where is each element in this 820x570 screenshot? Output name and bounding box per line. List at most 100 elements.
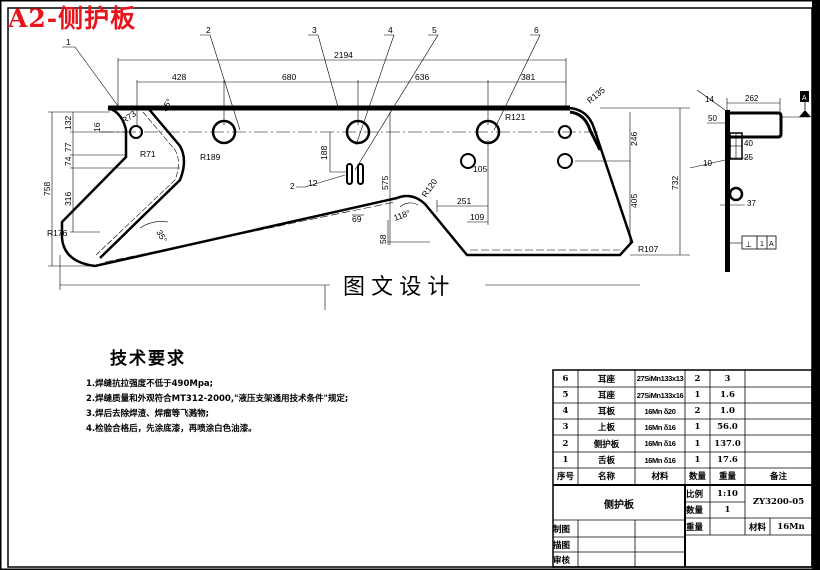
table-cell: 2 [694,406,701,416]
table-cell: 2 [562,438,569,449]
dim-r120: R120 [419,177,439,200]
table-cell: 3 [724,373,731,384]
parts-table-grid [552,369,813,568]
table-cell [745,387,812,403]
drawing-title: A2-侧护板 [8,4,137,33]
tongue-plate [99,107,186,259]
side-plate [725,110,730,272]
dim-angle-118: 118° [392,208,411,223]
part-name: 侧护板 [604,499,634,511]
table-cell: 6 [562,373,569,384]
table-cell: 1 [694,422,701,432]
hole [558,125,572,139]
table-cell: 16Mn δ16 [644,455,676,465]
tech-item: 4.检验合格后，先涂底漆，再喷涂白色油漆。 [86,424,257,434]
table-cell [745,403,812,419]
dim-r73: R73 [119,108,138,125]
hole [557,153,573,169]
ear-plate-edge [569,110,602,151]
dim-r176: R176 [47,228,68,238]
dim-74: 74 [63,156,73,166]
role-reviewer: 审核 [553,555,571,566]
table-cell: 4 [562,406,569,416]
tech-item: 2.焊缝质量和外观符合MT312-2000,"液压支架通用技术条件"规定; [86,394,349,404]
dim-r71: R71 [140,149,156,159]
weight-value [710,518,745,535]
table-cell: 耳座 [597,391,615,401]
table-cell: 1 [694,390,701,400]
dim-246: 246 [629,132,639,146]
leader-4: 4 [388,25,393,35]
dim-105: 105 [473,164,487,174]
material-label: 材料 [748,522,766,533]
dim-50: 50 [708,114,717,123]
table-cell: 1 [694,455,701,465]
dim-r189: R189 [200,152,221,162]
table-cell: 舌板 [597,456,615,466]
table-cell: 16Mn δ20 [644,406,676,416]
quantity-value: 1 [724,505,731,515]
drawing-number: ZY3200-05 [752,497,805,507]
ear-seat [728,186,744,202]
dim-37: 37 [747,199,756,208]
dim-40: 40 [744,139,753,148]
dim-angle-top: 35° [159,97,174,113]
table-cell: 1 [694,438,701,449]
datum-label: A [802,95,807,102]
dim-251: 251 [457,196,471,206]
dim-758: 758 [42,182,52,196]
perpendicularity-symbol: ⊥ [745,240,752,249]
slot [346,163,353,185]
dim-weld-10: 10 [703,159,712,168]
dim-636: 636 [415,72,429,82]
table-cell: 137.0 [714,438,741,449]
tech-item: 3.焊后去除焊渣、焊瘤等飞溅物; [86,409,210,419]
leader-6: 6 [534,25,539,35]
datum-box [800,91,809,102]
table-cell: 耳板 [597,407,615,417]
dim-732: 732 [670,176,680,190]
material-value: 16Mn [777,521,805,532]
scale-value: 1:10 [717,489,738,499]
slot [357,163,364,185]
tolerance-datum: A [769,241,774,248]
weight-label: 重量 [686,522,704,533]
datum-triangle [799,110,811,117]
table-cell [745,370,812,387]
hole [460,153,476,169]
table-cell: 1 [562,455,569,465]
scale-label: 比例 [686,490,704,500]
table-cell: 1.6 [720,390,735,400]
tech-heading: 技术要求 [110,349,186,369]
tech-item: 1.焊缝抗拉强度不低于490Mpa; [86,379,214,389]
table-cell: 56.0 [717,422,738,432]
dim-69: 69 [352,214,362,224]
table-cell: 5 [562,390,569,400]
table-cell: 17.6 [717,455,738,465]
table-header: 备注 [769,472,787,482]
main-view: 1 2 3 4 5 6 2194 428 680 636 381 758 132… [42,25,690,310]
table-cell: 1.0 [720,406,735,416]
dim-77: 77 [63,142,73,152]
table-cell [745,452,812,468]
table-cell: 16Mn δ16 [644,422,676,432]
table-cell: 27SiMn133x16 [636,390,684,400]
dim-109: 109 [470,212,484,222]
dim-405: 405 [629,194,639,208]
dim-r121: R121 [505,112,526,122]
dim-r135: R135 [585,85,607,106]
top-flange [725,111,783,139]
side-plate-outline [60,106,634,268]
dim-428: 428 [172,72,186,82]
role-drafter: 制图 [553,524,571,535]
leader-2: 2 [206,25,211,35]
leader-1: 1 [66,37,71,47]
table-header: 名称 [597,472,615,482]
table-header: 序号 [556,472,574,482]
role-tracer: 描图 [553,540,571,551]
weld-size: 12 [308,178,318,188]
tolerance-value: 1 [760,241,764,248]
dim-14: 14 [705,95,714,104]
table-cell [745,419,812,435]
table-cell: 侧护板 [593,439,620,450]
